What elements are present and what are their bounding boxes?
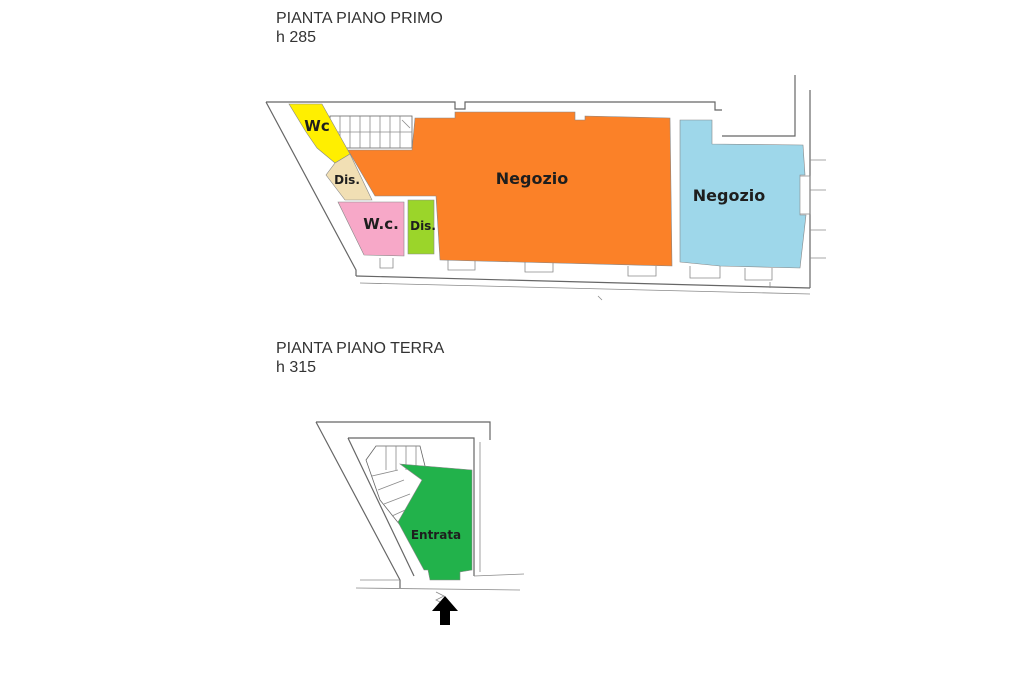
room-negozio-blue — [679, 119, 807, 269]
room-dis-left-label: Dis. — [334, 173, 360, 187]
room-dis-left — [325, 153, 373, 201]
room-dis-green — [407, 199, 435, 255]
room-wc-pink-label: W.c. — [363, 215, 399, 233]
room-wc-top-label: Wc — [304, 117, 329, 135]
ground-floor-plan: Entrata — [315, 421, 525, 625]
up-arrow-icon — [432, 596, 458, 625]
room-dis-green-label: Dis. — [410, 219, 436, 233]
room-negozio-blue-label: Negozio — [693, 186, 765, 205]
first-floor-height: h 285 — [276, 29, 317, 46]
room-entrata-label: Entrata — [411, 528, 461, 542]
first-floor-title: PIANTA PIANO PRIMO h 285 — [276, 9, 443, 47]
room-negozio-orange-label: Negozio — [496, 169, 568, 188]
room-entrata — [397, 463, 473, 581]
first-floor-name: PIANTA PIANO PRIMO — [276, 10, 443, 27]
ground-floor-height: h 315 — [276, 359, 317, 376]
ground-floor-title: PIANTA PIANO TERRA h 315 — [276, 339, 444, 377]
room-negozio-orange — [347, 111, 673, 267]
first-floor-staircase — [329, 115, 413, 149]
room-wc-pink — [337, 201, 405, 257]
ground-floor-name: PIANTA PIANO TERRA — [276, 340, 445, 357]
